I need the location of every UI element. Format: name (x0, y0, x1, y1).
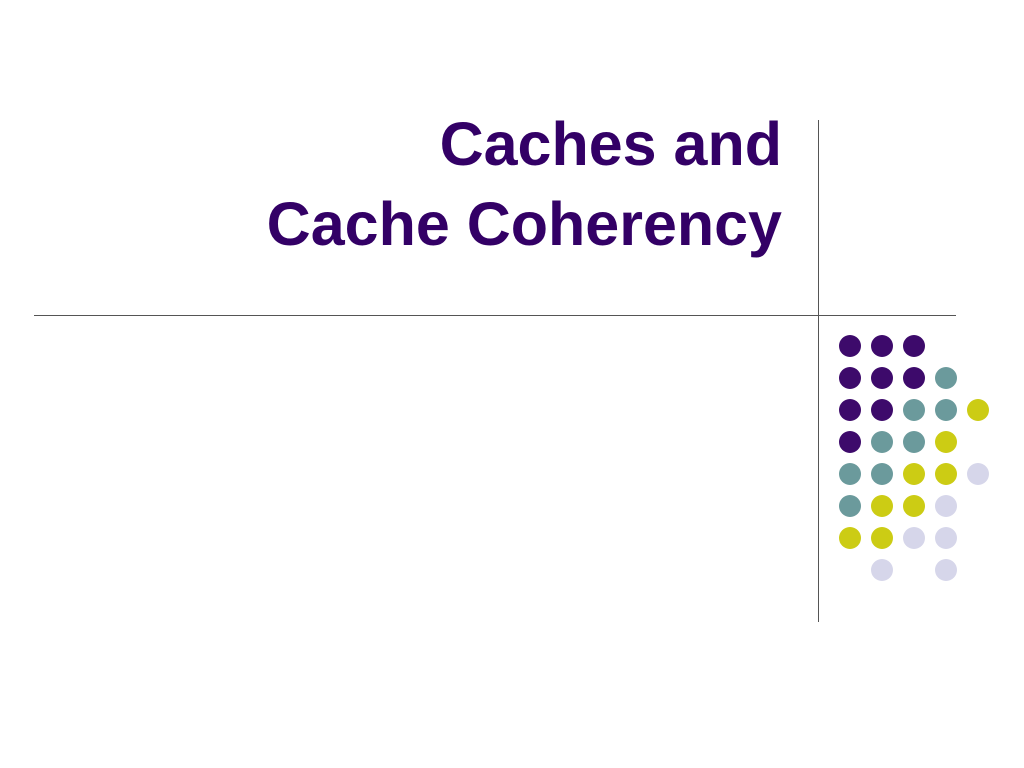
decorative-dot (935, 495, 957, 517)
decorative-dot (871, 431, 893, 453)
slide-title: Caches and Cache Coherency (82, 104, 782, 264)
decorative-dot (967, 399, 989, 421)
decorative-dot (839, 495, 861, 517)
decorative-dot (871, 367, 893, 389)
decorative-dot (839, 431, 861, 453)
decorative-dot (903, 335, 925, 357)
horizontal-rule (34, 315, 956, 316)
decorative-dot (935, 399, 957, 421)
decorative-dot (967, 463, 989, 485)
decorative-dot (903, 463, 925, 485)
decorative-dot (839, 367, 861, 389)
decorative-dot (871, 399, 893, 421)
decorative-dot (839, 335, 861, 357)
decorative-dot (935, 559, 957, 581)
decorative-dot (839, 399, 861, 421)
decorative-dot (871, 527, 893, 549)
decorative-dot (871, 335, 893, 357)
decorative-dot (871, 495, 893, 517)
decorative-dot (935, 431, 957, 453)
decorative-dot (935, 367, 957, 389)
decorative-dot (903, 399, 925, 421)
decorative-dot (871, 463, 893, 485)
decorative-dot (935, 463, 957, 485)
decorative-dot (903, 431, 925, 453)
decorative-dot (903, 495, 925, 517)
decorative-dot (839, 463, 861, 485)
decorative-dot (903, 367, 925, 389)
decorative-dot (839, 527, 861, 549)
title-line-2: Cache Coherency (266, 190, 782, 258)
decorative-dot (903, 527, 925, 549)
title-line-1: Caches and (439, 110, 782, 178)
decorative-dot (935, 527, 957, 549)
vertical-rule (818, 120, 819, 622)
decorative-dot (871, 559, 893, 581)
